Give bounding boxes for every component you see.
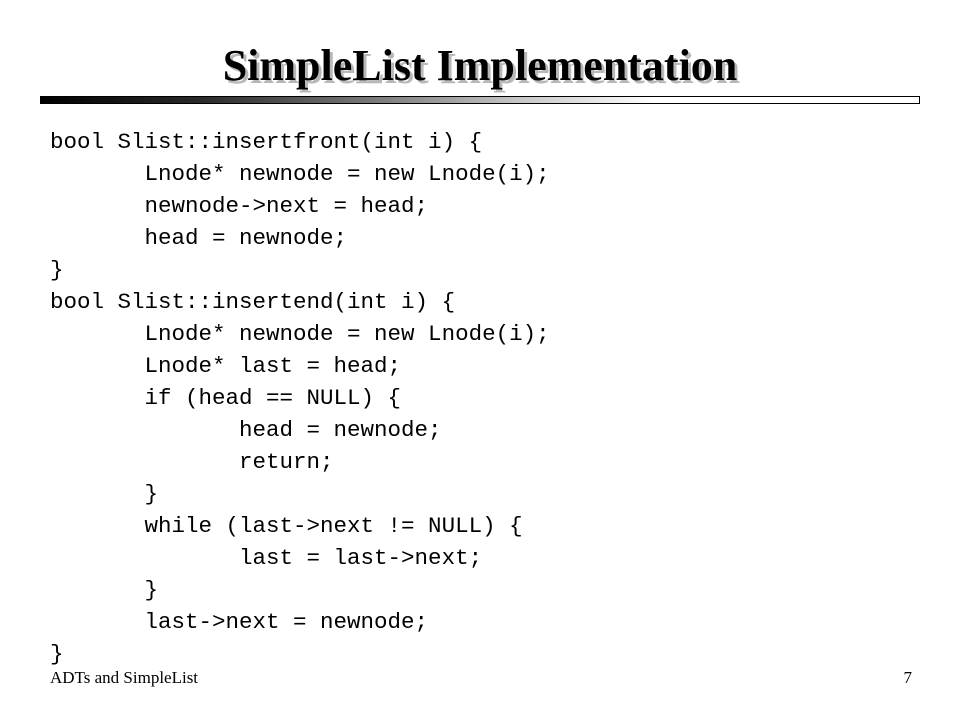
code-line: Lnode* last = head; [50, 353, 402, 379]
code-line: head = newnode; [50, 417, 442, 443]
code-line: } [50, 257, 64, 283]
code-line: return; [50, 449, 334, 475]
code-line: } [50, 481, 159, 507]
code-line: } [50, 577, 159, 603]
code-line: while (last->next != NULL) { [50, 513, 523, 539]
code-line: last = last->next; [50, 545, 483, 571]
page-number: 7 [903, 668, 913, 687]
code-line: } [50, 641, 64, 667]
code-line: bool Slist::insertend(int i) { [50, 289, 456, 315]
code-line: last->next = newnode; [50, 609, 429, 635]
code-line: bool Slist::insertfront(int i) { [50, 129, 483, 155]
code-line: head = newnode; [50, 225, 348, 251]
code-line: if (head == NULL) { [50, 385, 402, 411]
code-block: bool Slist::insertfront(int i) { Lnode* … [50, 126, 550, 670]
code-line: newnode->next = head; [50, 193, 429, 219]
code-line: Lnode* newnode = new Lnode(i); [50, 161, 550, 187]
title-divider [40, 96, 920, 104]
code-line: Lnode* newnode = new Lnode(i); [50, 321, 550, 347]
slide-title: SimpleList Implementation [222, 41, 738, 90]
footer-text: ADTs and SimpleList [50, 668, 199, 687]
